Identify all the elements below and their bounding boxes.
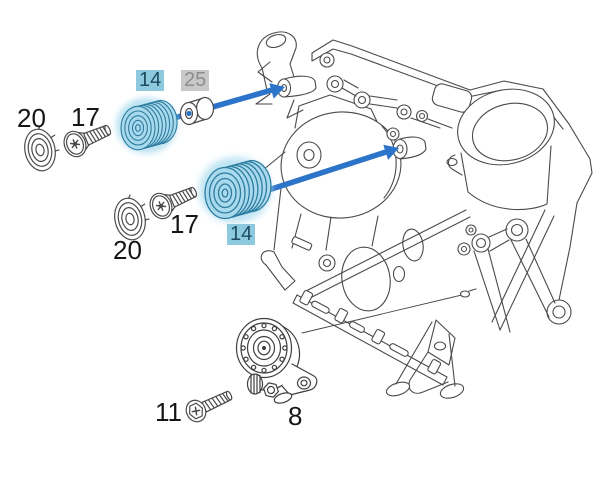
pulley-upper[interactable] xyxy=(116,97,177,153)
callout-20-upper: 20 xyxy=(17,103,46,133)
callout-14-upper-highlighted[interactable]: 14 xyxy=(136,70,165,91)
tensioner-bolt-drawing xyxy=(181,384,237,426)
callout-14-lower-highlighted[interactable]: 14 xyxy=(227,224,256,245)
arrow-lower-pulley xyxy=(252,144,399,198)
callout-8: 8 xyxy=(288,401,303,431)
leader-line xyxy=(301,288,477,334)
callout-25-dimmed[interactable]: 25 xyxy=(181,70,210,91)
belt-tensioner-drawing xyxy=(235,317,318,404)
spacer-sleeve-drawing xyxy=(179,96,215,126)
callout-20-lower: 20 xyxy=(113,235,142,265)
callout-17-upper: 17 xyxy=(71,102,100,132)
engine-front-cover-drawing xyxy=(255,31,593,399)
callout-11: 11 xyxy=(155,397,182,427)
pulley-lower[interactable] xyxy=(199,157,271,223)
callout-17-lower: 17 xyxy=(170,209,199,239)
arrow-upper-pulley xyxy=(159,83,285,125)
